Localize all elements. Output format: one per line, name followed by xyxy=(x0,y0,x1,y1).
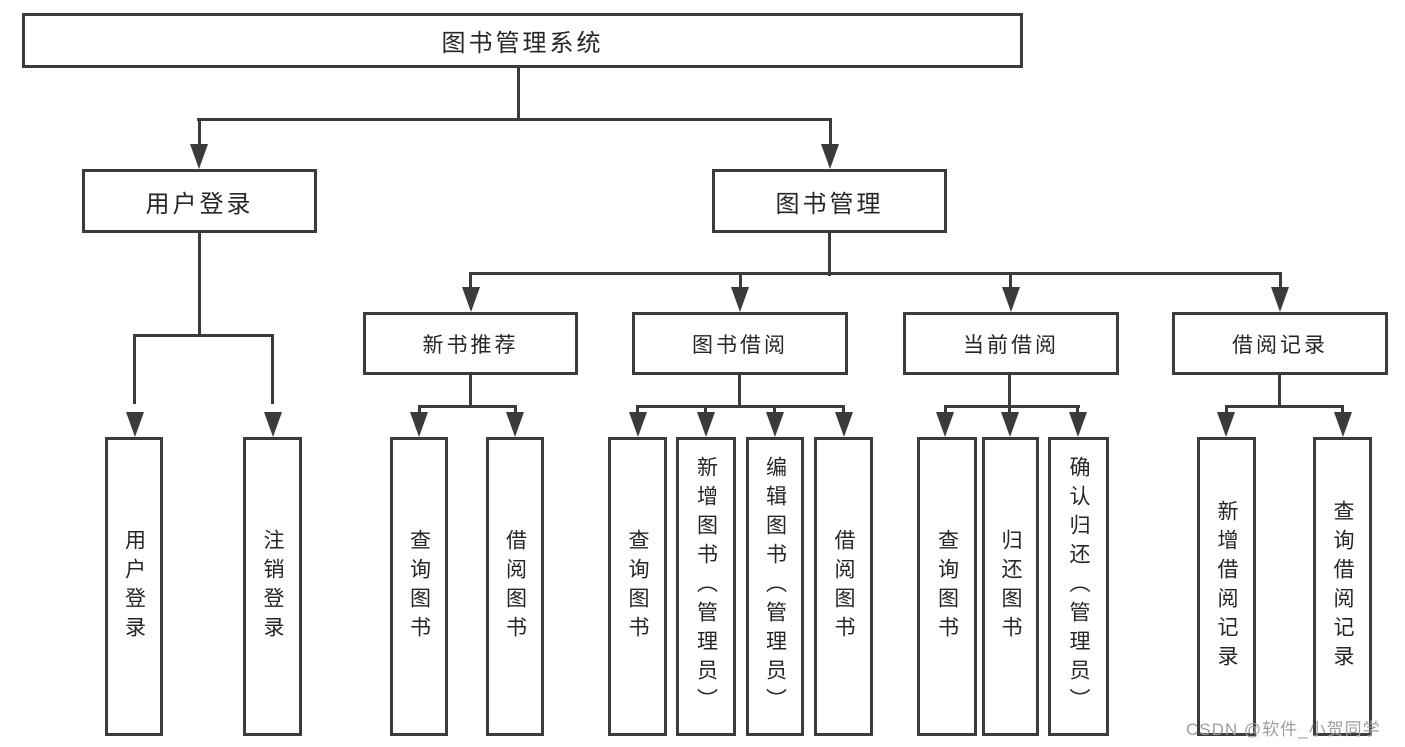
leaf-query-books-current: 查询图书 xyxy=(917,437,977,736)
node-book-borrowing: 图书借阅 xyxy=(632,312,848,375)
arrow-down-icon xyxy=(766,412,784,437)
arrow-down-icon xyxy=(821,144,839,169)
arrow-down-icon xyxy=(1069,412,1087,437)
leaf-label: 查询图书 xyxy=(626,528,649,645)
node-label: 新书推荐 xyxy=(422,333,519,357)
node-label: 借阅记录 xyxy=(1232,333,1328,357)
leaf-label: 归还图书 xyxy=(999,528,1022,645)
connector-line xyxy=(1008,375,1011,408)
leaf-label: 查询图书 xyxy=(935,528,959,645)
arrow-down-icon xyxy=(1001,412,1019,437)
leaf-add-borrow-record: 新增借阅记录 xyxy=(1197,437,1256,736)
connector-line xyxy=(197,118,832,121)
node-user-login: 用户登录 xyxy=(82,169,317,233)
connector-line xyxy=(198,118,201,150)
leaf-edit-books-admin: 编辑图书（管理员） xyxy=(746,437,804,736)
connector-line xyxy=(738,375,741,408)
node-borrowing-records: 借阅记录 xyxy=(1172,312,1388,375)
connector-line xyxy=(418,405,517,408)
leaf-label: 查询图书 xyxy=(407,528,431,645)
arrow-down-icon xyxy=(697,412,715,437)
leaf-label: 借阅图书 xyxy=(503,528,527,645)
connector-line xyxy=(133,334,274,337)
connector-line xyxy=(828,233,831,276)
connector-line xyxy=(1278,375,1281,408)
connector-line xyxy=(517,68,520,120)
node-new-book-recommendation: 新书推荐 xyxy=(363,312,578,375)
leaf-return-books: 归还图书 xyxy=(982,437,1039,736)
leaf-logout: 注销登录 xyxy=(243,437,302,736)
arrow-down-icon xyxy=(835,412,853,437)
arrow-down-icon xyxy=(126,412,144,437)
arrow-down-icon xyxy=(462,287,480,312)
watermark-text: CSDN @软件_小贺同学 xyxy=(1186,720,1381,739)
leaf-label: 新增借阅记录 xyxy=(1215,499,1238,674)
leaf-label: 用户登录 xyxy=(122,528,146,645)
leaf-query-books-borrowing: 查询图书 xyxy=(608,437,667,736)
node-book-management: 图书管理 xyxy=(712,169,947,233)
node-current-borrowing: 当前借阅 xyxy=(903,312,1119,375)
arrow-down-icon xyxy=(1271,287,1289,312)
connector-line xyxy=(271,334,274,404)
leaf-confirm-return-admin: 确认归还（管理员） xyxy=(1048,437,1109,736)
leaf-query-books-recommend: 查询图书 xyxy=(390,437,448,736)
node-label: 图书管理系统 xyxy=(441,30,604,57)
arrow-down-icon xyxy=(190,144,208,169)
leaf-user-login: 用户登录 xyxy=(105,437,163,736)
arrow-down-icon xyxy=(264,412,282,437)
arrow-down-icon xyxy=(1334,412,1352,437)
arrow-down-icon xyxy=(629,412,647,437)
node-label: 用户登录 xyxy=(145,190,254,218)
connector-line xyxy=(198,233,201,337)
node-label: 当前借阅 xyxy=(963,333,1059,357)
leaf-borrow-books-recommend: 借阅图书 xyxy=(486,437,544,736)
arrow-down-icon xyxy=(731,287,749,312)
leaf-label: 查询借阅记录 xyxy=(1331,499,1354,674)
arrow-down-icon xyxy=(936,412,954,437)
node-library-management-system: 图书管理系统 xyxy=(22,13,1023,68)
connector-line xyxy=(469,272,472,292)
leaf-label: 借阅图书 xyxy=(832,528,855,645)
leaf-label: 编辑图书（管理员） xyxy=(763,456,787,717)
connector-line xyxy=(829,118,832,150)
leaf-borrow-books: 借阅图书 xyxy=(814,437,873,736)
node-label: 图书借阅 xyxy=(692,333,788,357)
connector-line xyxy=(636,405,845,408)
arrow-down-icon xyxy=(1002,287,1020,312)
connector-line xyxy=(944,405,1080,408)
connector-line xyxy=(1225,405,1344,408)
leaf-label: 注销登录 xyxy=(261,528,284,645)
connector-line xyxy=(469,375,472,408)
arrow-down-icon xyxy=(410,412,428,437)
leaf-label: 确认归还（管理员） xyxy=(1067,456,1090,717)
arrow-down-icon xyxy=(1217,412,1235,437)
connector-line xyxy=(739,272,742,292)
connector-line xyxy=(1279,272,1282,292)
leaf-query-borrow-record: 查询借阅记录 xyxy=(1313,437,1372,736)
node-label: 图书管理 xyxy=(775,190,884,218)
connector-line xyxy=(1009,272,1012,292)
leaf-add-books-admin: 新增图书（管理员） xyxy=(676,437,736,736)
connector-line xyxy=(133,334,136,404)
leaf-label: 新增图书（管理员） xyxy=(694,456,718,717)
connector-line xyxy=(469,272,1282,275)
arrow-down-icon xyxy=(506,412,524,437)
